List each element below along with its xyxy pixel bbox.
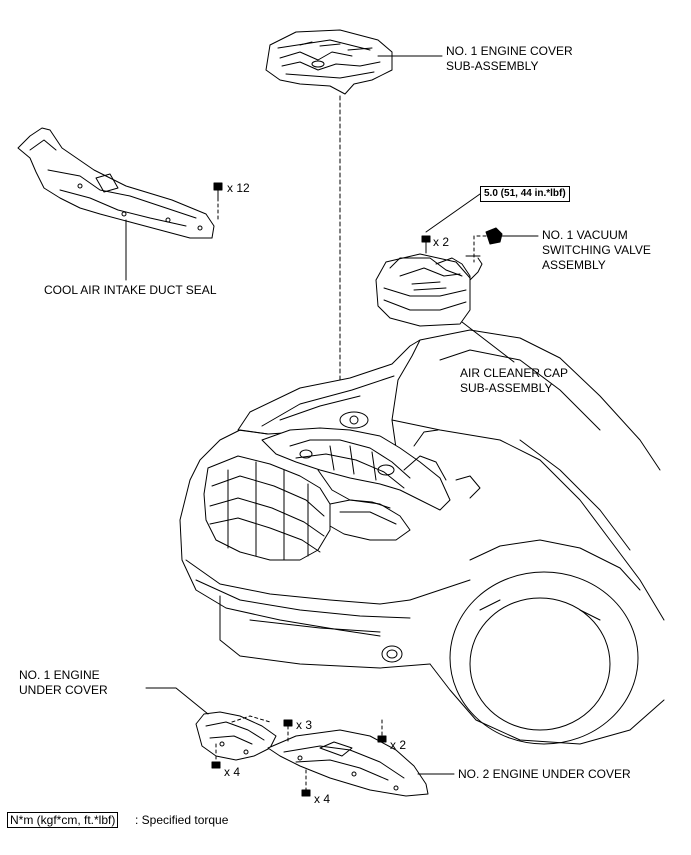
air-cleaner-leader: [461, 321, 515, 363]
vacuum-valve-label-line2: SWITCHING VALVE: [542, 243, 651, 257]
under-cover-1-top-qty: x 3: [296, 718, 313, 732]
air-cleaner-label-line2: SUB-ASSEMBLY: [460, 381, 553, 395]
under-cover-2-top-qty: x 2: [390, 738, 407, 752]
duct-seal-clip-qty: x 12: [227, 181, 250, 195]
bolt-icon: [421, 235, 431, 251]
vacuum-valve-label-line3: ASSEMBLY: [542, 258, 606, 272]
under-cover-2-illustration: [267, 729, 429, 797]
engine-cover-label-line1: NO. 1 ENGINE COVER: [446, 44, 573, 58]
air-cleaner-illustration: [375, 253, 483, 327]
under-cover-1-bottom-qty: x 4: [224, 765, 241, 779]
vehicle-illustration: [179, 329, 665, 745]
under-cover-1-illustration: [195, 711, 277, 761]
torque-spec-box: 5.0 (51, 44 in.*lbf): [480, 186, 570, 202]
vacuum-valve-illustration: [485, 227, 539, 245]
under-cover-1-leader: [145, 687, 209, 715]
duct-seal-illustration: [17, 127, 215, 239]
duct-seal-label: COOL AIR INTAKE DUCT SEAL: [44, 283, 217, 297]
vacuum-valve-label-line1: NO. 1 VACUUM: [542, 228, 628, 242]
under-cover-1-label-line2: UNDER COVER: [19, 683, 108, 697]
under-cover-2-label: NO. 2 ENGINE UNDER COVER: [458, 767, 631, 781]
engine-cover-illustration: [265, 29, 393, 95]
engine-cover-label-line2: SUB-ASSEMBLY: [446, 59, 539, 73]
air-cleaner-bolt-qty: x 2: [433, 235, 450, 249]
under-cover-2-bottom-qty: x 4: [314, 792, 331, 806]
legend-description: : Specified torque: [135, 813, 229, 827]
under-cover-1-label-line1: NO. 1 ENGINE: [19, 668, 100, 682]
air-cleaner-label-line1: AIR CLEANER CAP: [460, 366, 569, 380]
torque-leader: [425, 193, 481, 233]
clip-icon: [213, 182, 223, 199]
legend-torque-unit-box: N*m (kgf*cm, ft.*lbf): [7, 812, 119, 828]
